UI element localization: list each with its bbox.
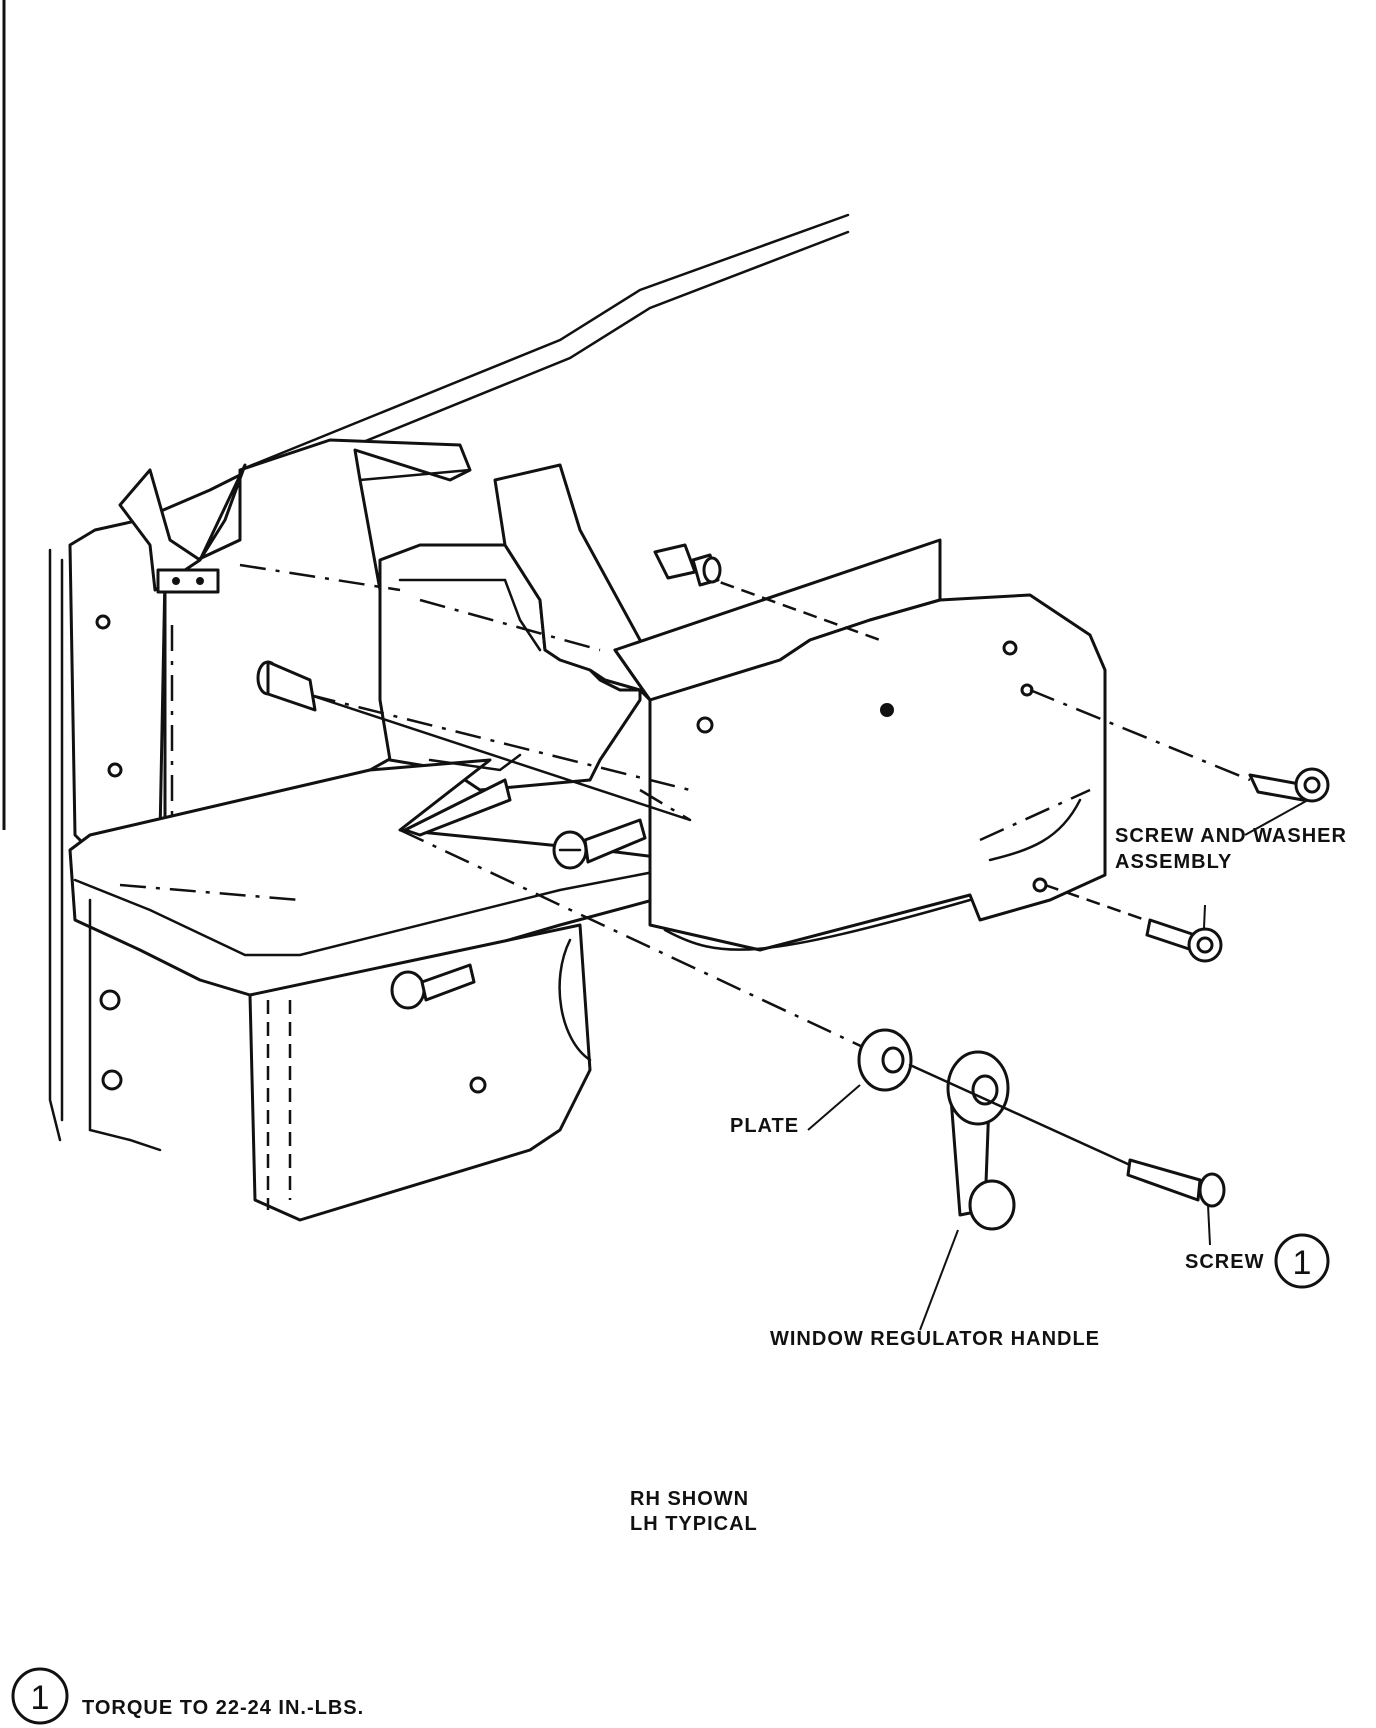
armrest-shelf bbox=[68, 753, 692, 997]
assembly-guide-lines bbox=[119, 563, 1251, 1057]
torque-reference-number: 1 bbox=[1293, 1244, 1312, 1282]
plate-part bbox=[857, 1028, 913, 1092]
panel-hole bbox=[469, 1076, 487, 1094]
torque-reference-circle bbox=[1274, 1233, 1330, 1289]
handle-label: WINDOW REGULATOR HANDLE bbox=[770, 1328, 1100, 1350]
armrest-hole bbox=[696, 716, 714, 734]
footnote-text: TORQUE TO 22-24 IN.-LBS. bbox=[82, 1697, 364, 1719]
footnote-reference-number: 1 bbox=[31, 1679, 50, 1717]
screw-washer-label-2: ASSEMBLY bbox=[1115, 851, 1232, 873]
leader-lines bbox=[807, 799, 1309, 1331]
handle-screw-axis bbox=[908, 1063, 1132, 1167]
inner-door-panel bbox=[378, 463, 652, 792]
push-pin-fastener bbox=[653, 543, 722, 587]
washer-screw-lower bbox=[1145, 918, 1223, 963]
window-regulator-handle-part bbox=[946, 1050, 1016, 1231]
window-frame-strip bbox=[238, 213, 850, 490]
screw-fastener bbox=[390, 963, 476, 1010]
plate-label: PLATE bbox=[730, 1115, 799, 1137]
push-pin-fastener bbox=[256, 660, 317, 712]
lower-door-panel bbox=[48, 548, 592, 1222]
screw-washer-label: SCREW AND WASHER bbox=[1115, 825, 1347, 847]
washer-screw-upper bbox=[1248, 767, 1330, 803]
armrest-hole bbox=[1002, 640, 1018, 656]
panel-hole bbox=[99, 989, 121, 1011]
view-note-line1: RH SHOWN bbox=[630, 1488, 749, 1510]
footnote-reference-circle bbox=[11, 1667, 69, 1725]
screw-fastener bbox=[552, 818, 647, 870]
armrest-hole bbox=[880, 703, 894, 717]
panel-hole bbox=[95, 614, 111, 630]
handle-screw-part bbox=[1126, 1158, 1226, 1208]
armrest-cover bbox=[613, 538, 1107, 952]
panel-hole bbox=[101, 1069, 123, 1091]
panel-hole bbox=[107, 762, 123, 778]
armrest-hole bbox=[1032, 877, 1048, 893]
screw-label: SCREW bbox=[1185, 1251, 1264, 1273]
view-note-line2: LH TYPICAL bbox=[630, 1513, 758, 1535]
